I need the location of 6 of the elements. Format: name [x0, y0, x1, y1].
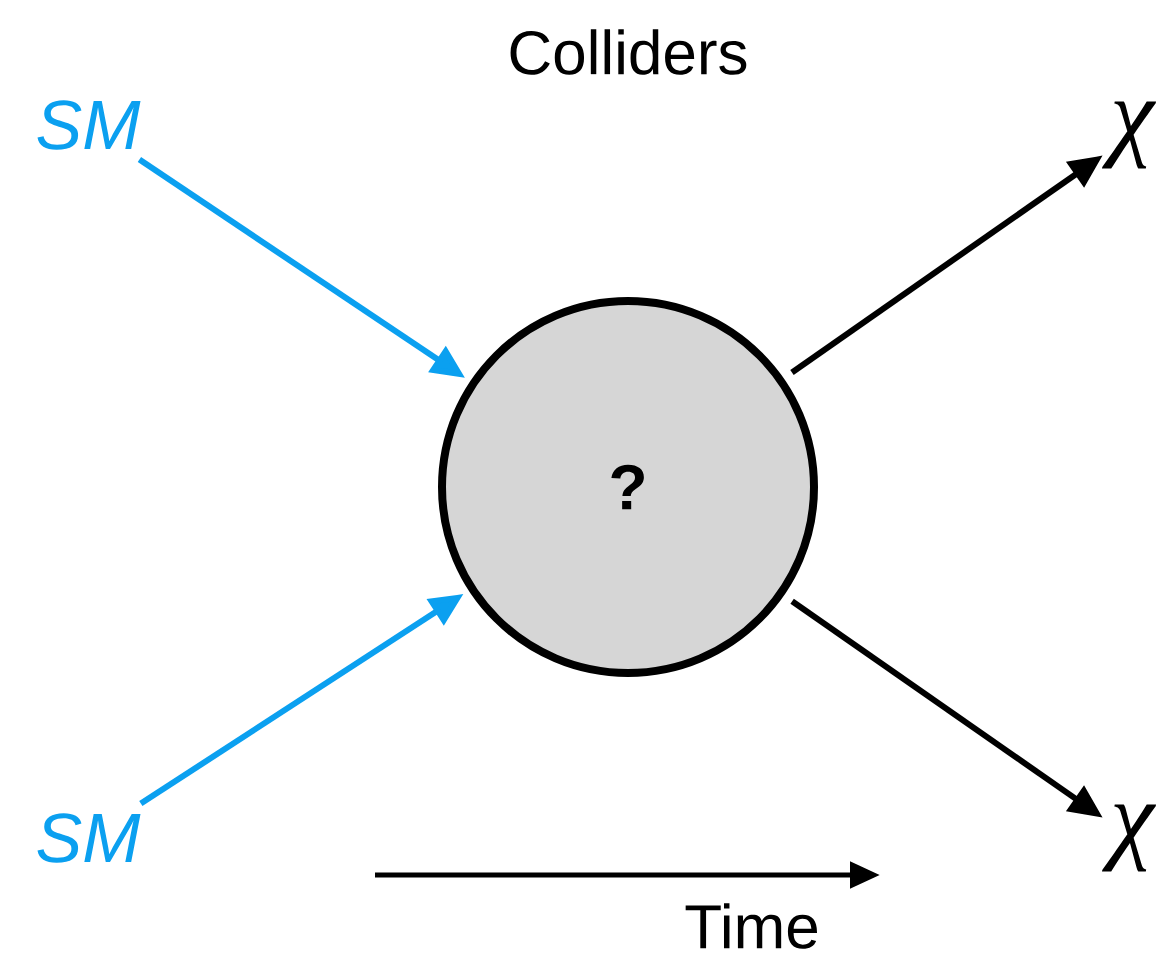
particle-label: SM: [37, 813, 141, 863]
particle-label: χ: [1102, 101, 1157, 169]
title: Colliders: [510, 29, 747, 75]
axis-label: Time: [685, 903, 817, 949]
particle-label: χ: [1102, 804, 1157, 872]
particle-label: SM: [37, 100, 141, 150]
